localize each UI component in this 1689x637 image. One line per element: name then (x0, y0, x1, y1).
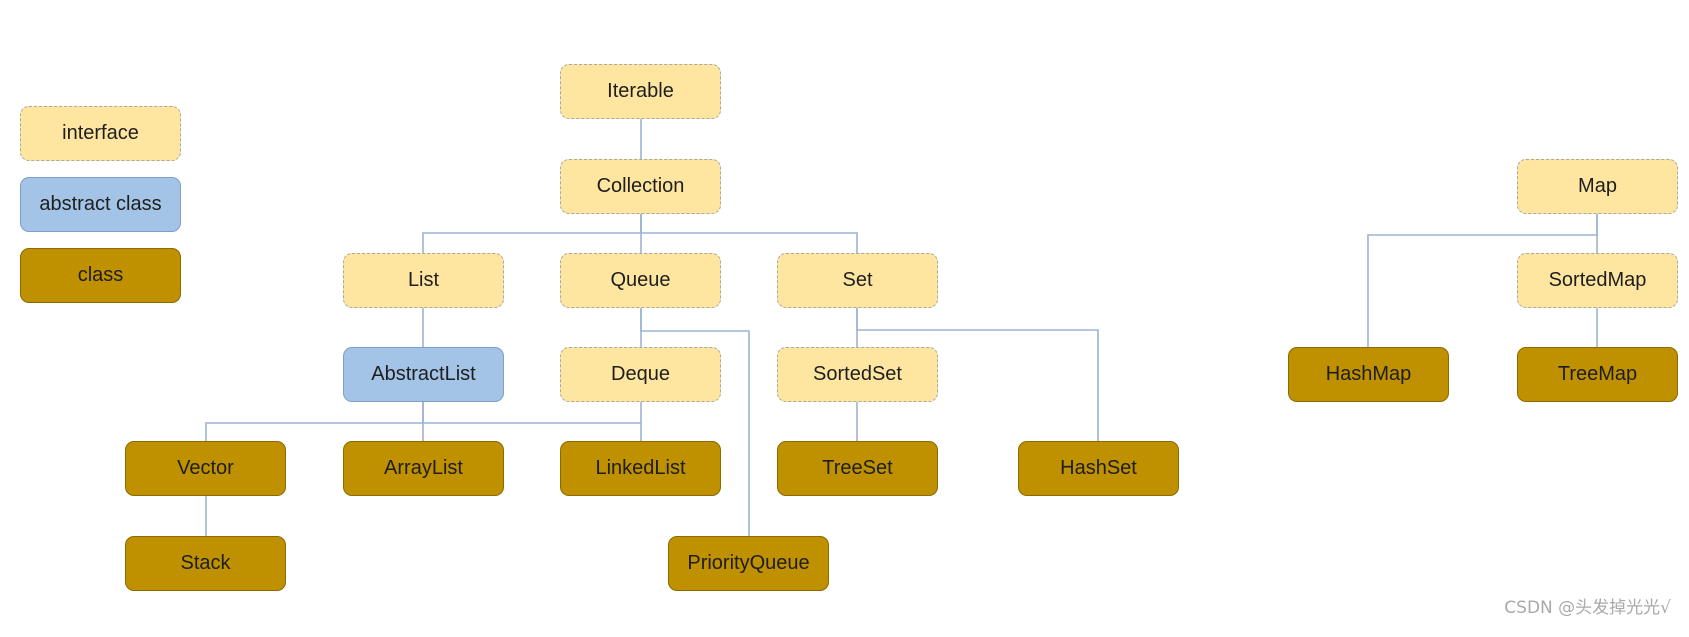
node-priority-queue: PriorityQueue (668, 536, 829, 591)
node-deque: Deque (560, 347, 721, 402)
node-hash-set: HashSet (1018, 441, 1179, 496)
watermark-text: CSDN @头发掉光光√ (1504, 598, 1671, 618)
node-tree-set: TreeSet (777, 441, 938, 496)
node-tree-map: TreeMap (1517, 347, 1678, 402)
node-iterable: Iterable (560, 64, 721, 119)
node-abstract-list: AbstractList (343, 347, 504, 402)
node-list: List (343, 253, 504, 308)
node-queue: Queue (560, 253, 721, 308)
edge-set-collection (637, 207, 858, 254)
edge-list-collection (422, 207, 645, 254)
node-linked-list: LinkedList (560, 441, 721, 496)
node-array-list: ArrayList (343, 441, 504, 496)
node-sorted-map: SortedMap (1517, 253, 1678, 308)
node-set: Set (777, 253, 938, 308)
edge-priorityqueue-queue (637, 301, 750, 537)
node-vector: Vector (125, 441, 286, 496)
edge-vector-abstractlist (205, 395, 427, 442)
edge-hashset-set (853, 301, 1099, 442)
node-sorted-set: SortedSet (777, 347, 938, 402)
legend-abstract-class: abstract class (20, 177, 181, 232)
node-stack: Stack (125, 536, 286, 591)
node-hash-map: HashMap (1288, 347, 1449, 402)
node-map: Map (1517, 159, 1678, 214)
legend-interface: interface (20, 106, 181, 161)
legend-class: class (20, 248, 181, 303)
edge-hashmap-map (1367, 207, 1601, 348)
node-collection: Collection (560, 159, 721, 214)
